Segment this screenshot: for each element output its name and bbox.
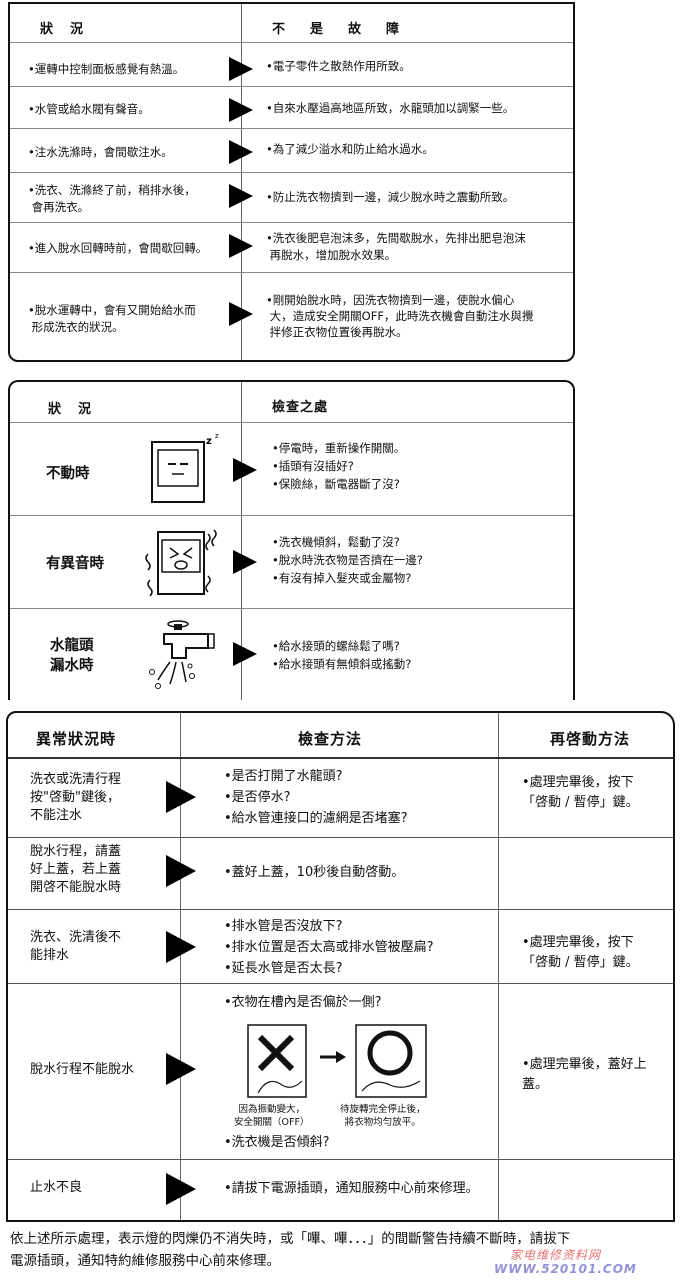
arrow-icon [233,458,257,482]
status-text: •注水洗滌時，會間歇注水。 [28,145,173,159]
check-text: •洗衣機傾斜，鬆動了沒? [272,535,400,549]
status-text: 脫水行程，請蓋 好上蓋，若上蓋 開啓不能脫水時 [30,844,122,895]
arrow-icon [233,550,257,574]
check-text: •保險絲，斷電器斷了沒? [272,477,400,491]
restart-text: •處理完畢後，按下 「啓動 / 暫停」鍵。 [522,935,639,970]
status-not-running: 不動時 [46,466,90,482]
reason-text: •防止洗衣物擠到一邊，減少脫水時之震動所致。 [266,190,515,204]
arrow-icon [233,642,257,666]
column-divider [180,713,181,1220]
table-row [8,757,673,759]
svg-text:z: z [206,436,212,447]
check-text: •排水位置是否太高或排水管被壓扁? [224,940,434,955]
watermark-site-name: 家电维修资料网 [510,1248,602,1262]
reason-text: •洗衣後肥皂泡沫多，先間歇脫水，先排出肥皂泡沫 再脫水，增加脫水效果。 [266,231,526,262]
caption-left: 因為振動變大， 安全開關（OFF） [234,1104,310,1128]
header-status: 狀 況 [48,402,94,417]
status-text: 洗衣或洗清行程 按"啓動"鍵後， 不能注水 [30,772,122,823]
header-check-method: 檢查方法 [298,730,363,748]
status-abnormal-noise: 有異音時 [46,556,104,572]
reason-text: •剛開始脫水時，因洗衣物擠到一邊，使脫水偏心 大，造成安全開關OFF，此時洗衣機… [266,293,534,339]
table-abnormal-restart: 異常狀況時 檢查方法 再啓動方法 洗衣或洗清行程 按"啓動"鍵後， 不能注水 •… [6,711,675,1222]
arrow-icon [166,855,196,887]
sleeping-washer-icon: z z [151,432,219,503]
svg-text:z: z [215,432,219,440]
table-row [10,128,573,129]
table-row [10,608,573,609]
status-text: •脫水運轉中，會有又開始給水而 形成洗衣的狀況。 [28,303,196,334]
header-restart-method: 再啓動方法 [550,730,631,748]
table-row [8,983,673,984]
watermark-url: WWW.520101.COM [494,1262,637,1276]
status-text: •洗衣、洗滌終了前，稍排水後， 會再洗衣。 [28,183,196,214]
unbalanced-load-diagram [247,1024,427,1098]
check-text: •是否停水? [224,790,291,805]
header-check: 檢查之處 [272,400,329,415]
status-text: •水管或給水閥有聲音。 [28,102,150,116]
arrow-icon [166,781,196,813]
arrow-icon [229,140,253,164]
check-text: •有沒有掉入髮夾或金屬物? [272,571,412,585]
table-row [10,422,573,423]
arrow-icon [229,234,253,258]
header-not-fault: 不 是 故 障 [272,22,406,37]
check-text: •插頭有沒插好? [272,459,354,473]
reason-text: •為了減少溢水和防止給水過水。 [266,142,434,156]
check-text: •給水管連接口的濾網是否堵塞? [224,811,408,826]
footer-note-line1: 依上述所示處理，表示燈的閃爍仍不消失時，或「嗶、嗶．．．」的間斷警告持續不斷時，… [10,1231,571,1247]
check-text: •延長水管是否太長? [224,961,343,976]
check-text: •給水接頭有無傾斜或搖動? [272,657,412,671]
footer-note-line2: 電源插頭，通知特約維修服務中心前來修理。 [10,1253,280,1269]
table-row [10,222,573,223]
check-text: •蓋好上蓋，10秒後自動啓動。 [224,865,405,880]
header-status: 狀 況 [40,22,86,37]
arrow-icon [229,98,253,122]
status-text: •運轉中控制面板感覺有熱溫。 [28,62,185,76]
shaking-washer-icon [145,529,217,597]
table-not-fault: 狀 況 不 是 故 障 •運轉中控制面板感覺有熱溫。 •電子零件之散熱作用所致。… [8,2,575,362]
restart-text: •處理完畢後，蓋好上 蓋。 [522,1057,647,1092]
table-row [10,272,573,273]
check-text: •排水管是否沒放下? [224,919,343,934]
restart-text: •處理完畢後，按下 「啓動 / 暫停」鍵。 [522,775,639,810]
table-row [8,837,673,838]
table-row [10,86,573,87]
arrow-icon [229,302,253,326]
reason-text: •自來水壓過高地區所致，水龍頭加以調緊一些。 [266,101,515,115]
check-text: •給水接頭的螺絲鬆了嗎? [272,639,400,653]
table-check-points: 狀 況 檢查之處 不動時 z z •停電時，重新操作開關。 •插頭有沒插好? •… [8,380,575,700]
caption-right: 待旋轉完全停止後， 將衣物均勻放平。 [340,1104,426,1128]
leaking-faucet-icon [149,620,215,689]
arrow-icon [166,1053,196,1085]
header-abnormal: 異常狀況時 [36,730,117,748]
check-text: •是否打開了水龍頭? [224,769,343,784]
arrow-icon [229,57,253,81]
column-divider [498,713,499,1220]
status-text: •進入脫水回轉時前，會間歇回轉。 [28,241,208,255]
column-divider [241,4,242,360]
check-text: •洗衣機是否傾斜? [224,1135,330,1150]
status-text: 洗衣、洗清後不 能排水 [30,930,122,963]
status-faucet-leak: 水龍頭 漏水時 [50,638,94,674]
check-text: •脫水時洗衣物是否擠在一邊? [272,553,423,567]
table-row [8,909,673,910]
table-row [10,42,573,43]
arrow-icon [229,184,253,208]
reason-text: •電子零件之散熱作用所致。 [266,59,411,73]
table-row [10,515,573,516]
check-text: •請拔下電源插頭，通知服務中心前來修理。 [224,1181,479,1196]
arrow-icon [166,1173,196,1205]
check-text: •停電時，重新操作開關。 [272,441,406,455]
status-text: 止水不良 [30,1180,83,1195]
status-text: 脫水行程不能脫水 [30,1062,135,1077]
table-row [8,1159,673,1160]
column-divider [241,382,242,700]
table-row [10,172,573,173]
arrow-icon [166,931,196,963]
check-text: •衣物在槽內是否偏於一側? [224,995,382,1010]
